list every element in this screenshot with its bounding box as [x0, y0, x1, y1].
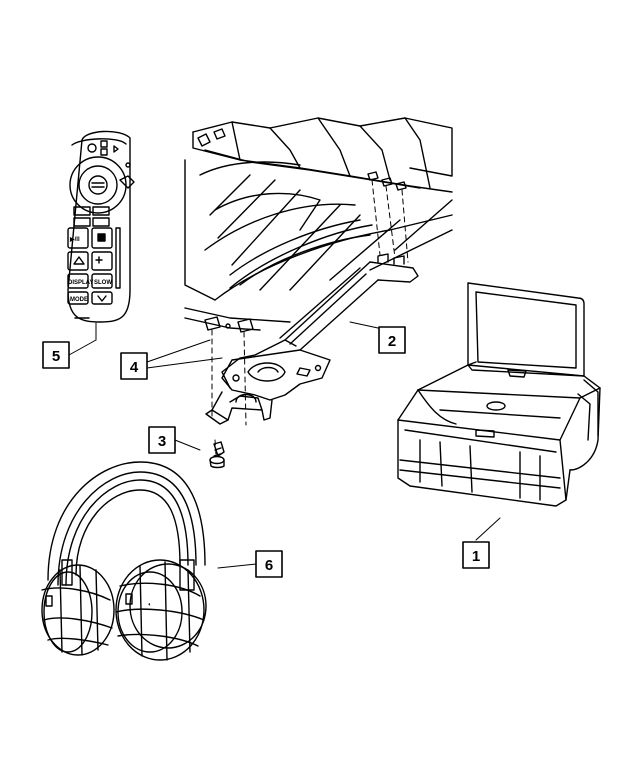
callout-1-label: 1 [472, 548, 480, 565]
alignment-lines [211, 179, 409, 456]
overhead-monitor [397, 282, 601, 507]
callout-1: 1 [462, 541, 490, 569]
mode-button-label: MODE [70, 297, 88, 303]
callout-6: 6 [255, 550, 283, 578]
callout-5-label: 5 [52, 348, 60, 365]
callout-3: 3 [148, 426, 176, 454]
callout-4-label: 4 [130, 359, 139, 376]
callout-4: 4 [120, 352, 148, 380]
callout-2: 2 [378, 326, 406, 354]
callout-6-label: 6 [265, 557, 273, 574]
callout-2-label: 2 [388, 333, 396, 350]
callout-3-label: 3 [158, 433, 166, 450]
roof-panel [184, 117, 453, 333]
display-button-label: DISPLAY [68, 280, 93, 286]
remote-control: ▶/II DISPLAY SLOW MODE [67, 130, 135, 323]
callout-5: 5 [42, 341, 70, 369]
play-pause-button-label: ▶/II [69, 236, 80, 243]
wireless-headphones: ◐ [41, 461, 207, 661]
slow-button-label: SLOW [94, 280, 112, 286]
mounting-bracket [205, 253, 419, 425]
screw [209, 441, 225, 469]
leader-lines [95, 321, 501, 569]
headphone-logo-mark: ◐ [148, 602, 152, 608]
